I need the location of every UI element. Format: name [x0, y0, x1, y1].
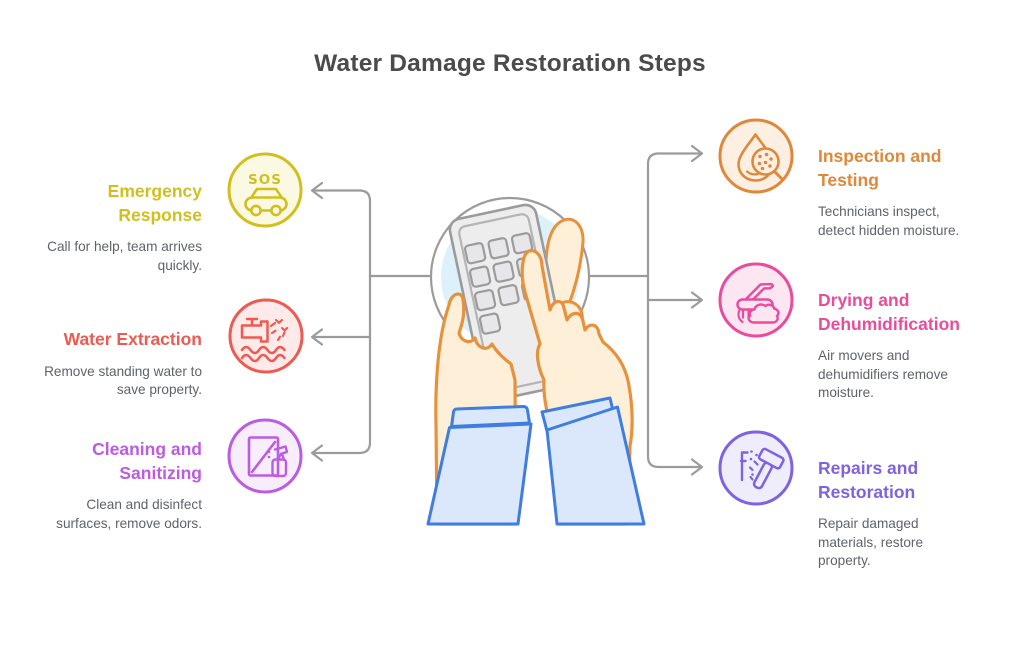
step-description: Technicians inspect, detect hidden moist…: [818, 204, 960, 238]
step-title: Emergency Response: [107, 181, 202, 225]
step-cleaning-sanitizing: Cleaning and Sanitizing Clean and disinf…: [34, 438, 202, 533]
right-sleeve: [545, 405, 646, 526]
arrow-right-middle: [690, 291, 704, 309]
step-title: Water Extraction: [63, 329, 202, 349]
page-title: Water Damage Restoration Steps: [314, 50, 706, 77]
step-title: Cleaning and Sanitizing: [92, 439, 202, 483]
window-spray-icon: [225, 416, 305, 496]
hammer-nails-icon: [716, 428, 796, 508]
step-repairs-restoration: Repairs and Restoration Repair damaged m…: [818, 457, 986, 571]
left-connector: [310, 181, 432, 462]
step-title: Drying and Dehumidification: [818, 290, 960, 334]
step-description: Air movers and dehumidifiers remove mois…: [818, 348, 948, 401]
arrow-right-top: [690, 144, 704, 163]
arrow-right-bottom: [690, 458, 704, 476]
step-description: Call for help, team arrives quickly.: [47, 239, 202, 273]
arrow-left-middle: [310, 328, 324, 346]
step-inspection-testing: Inspection and Testing Technicians inspe…: [818, 145, 986, 240]
step-description: Clean and disinfect surfaces, remove odo…: [56, 497, 202, 531]
step-title: Repairs and Restoration: [818, 458, 919, 502]
step-water-extraction: Water Extraction Remove standing water t…: [44, 328, 202, 400]
drop-magnifier-icon: [716, 116, 796, 196]
left-sleeve: [426, 422, 533, 526]
faucet-water-icon: [226, 296, 306, 376]
svg-text:SOS: SOS: [248, 172, 282, 188]
arrow-left-top: [310, 181, 324, 200]
right-connector: [588, 144, 704, 476]
step-emergency-response: Emergency Response Call for help, team a…: [34, 180, 202, 275]
step-description: Remove standing water to save property.: [44, 363, 202, 398]
air-mover-icon: [716, 260, 796, 340]
step-title: Inspection and Testing: [818, 146, 942, 190]
step-description: Repair damaged materials, restore proper…: [818, 516, 924, 569]
hands-phone-illustration: [426, 196, 646, 526]
step-drying-dehumidification: Drying and Dehumidification Air movers a…: [818, 289, 986, 403]
arrow-left-bottom: [310, 444, 324, 462]
sos-car-icon: SOS: [225, 150, 305, 230]
